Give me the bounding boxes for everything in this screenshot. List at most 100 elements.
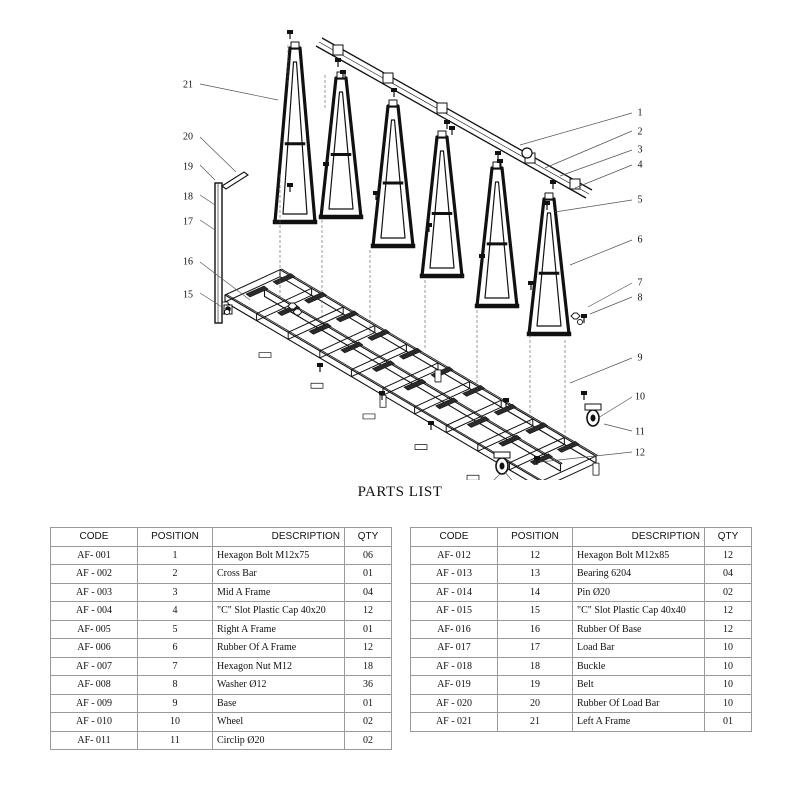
base-leg [592, 462, 600, 476]
a-frame-top-bracket [437, 130, 447, 138]
cell-position: 6 [137, 638, 213, 658]
cross-bar-pivot [521, 147, 533, 159]
rubber-of-base [462, 385, 485, 397]
cell-qty: 02 [344, 712, 392, 732]
cell-position: 15 [497, 601, 573, 621]
a-frame-foot [419, 273, 465, 279]
header-qty: QTY [344, 527, 392, 547]
cell-description: Cross Bar [212, 564, 345, 584]
cell-code: AF - 007 [50, 656, 138, 676]
callout-number: 1 [638, 107, 643, 118]
base-cross-member [224, 269, 281, 303]
cell-code: AF - 013 [410, 564, 498, 584]
cell-position: 7 [137, 656, 213, 676]
callout-number: 7 [638, 277, 643, 288]
callout-number: 8 [638, 292, 643, 303]
cell-description: "C" Slot Plastic Cap 40x40 [572, 601, 705, 621]
cell-code: AF - 003 [50, 582, 138, 602]
callout-leader [597, 396, 633, 419]
callout-number: 9 [638, 352, 643, 363]
cell-qty: 10 [704, 638, 752, 658]
hardware-fasteners [224, 30, 587, 465]
rubber-of-base [308, 322, 332, 335]
cell-qty: 01 [344, 564, 392, 584]
callout-leader [569, 239, 633, 266]
cell-position: 20 [497, 693, 573, 713]
cell-qty: 10 [704, 675, 752, 695]
mid-a-frame [475, 166, 519, 308]
cross-bar-edge-top [321, 37, 593, 191]
cell-code: AF - 009 [50, 693, 138, 713]
cell-code: AF - 004 [50, 601, 138, 621]
cell-code: AF- 008 [50, 675, 138, 695]
foot-pad [362, 413, 376, 420]
cell-position: 13 [497, 564, 573, 584]
cell-description: Belt [572, 675, 705, 695]
hexagon-bolt [335, 58, 341, 62]
mid-a-frame [371, 104, 415, 248]
cross-bar-bracket [569, 178, 581, 190]
header-code: CODE [50, 527, 138, 547]
hexagon-nut [287, 302, 298, 310]
a-frame-inner-edge [282, 61, 308, 215]
hexagon-bolt [323, 162, 329, 166]
a-frame-inner-edge [484, 181, 510, 299]
parts-list-title: PARTS LIST [357, 484, 443, 500]
hexagon-bolt [444, 120, 450, 124]
cell-description: "C" Slot Plastic Cap 40x20 [212, 601, 345, 621]
hexagon-bolt [391, 88, 397, 92]
base-leg [434, 369, 442, 383]
rubber-of-base [372, 360, 395, 372]
rubber-of-base [435, 397, 458, 410]
cell-code: AF - 014 [410, 582, 498, 602]
hexagon-bolt [495, 151, 501, 155]
a-frame-foot [370, 243, 416, 249]
callout-leader [559, 149, 633, 177]
cell-position: 2 [137, 564, 213, 584]
callout-number: 15 [183, 289, 193, 300]
rubber-of-base [430, 366, 454, 379]
cell-description: Mid A Frame [212, 582, 345, 602]
rubber-of-base [335, 310, 359, 323]
table-header-row: CODE POSITION DESCRIPTION QTY [50, 527, 392, 547]
cell-position: 19 [497, 675, 573, 695]
cell-position: 5 [137, 619, 213, 639]
wheel-hub [499, 462, 505, 470]
callout-labels: 123456789101112131415161718192021 [183, 79, 645, 458]
cell-qty: 36 [344, 675, 392, 695]
callout-number: 17 [183, 216, 193, 227]
cell-qty: 12 [704, 619, 752, 639]
cross-bar [315, 37, 593, 199]
cell-description: Hexagon Bolt M12x85 [572, 545, 705, 565]
callout-leader [554, 199, 633, 213]
callout-leader [199, 261, 251, 301]
a-frame-inner-edge [328, 91, 354, 210]
callout-number: 19 [183, 161, 193, 172]
cell-qty: 10 [704, 693, 752, 713]
cell-code: AF- 019 [410, 675, 498, 695]
rubber-of-base [557, 441, 580, 453]
cell-description: Base [212, 693, 345, 713]
header-position: POSITION [497, 527, 573, 547]
cell-description: Hexagon Bolt M12x75 [212, 545, 345, 565]
a-frame-top-bracket [290, 41, 300, 49]
right-a-frame [527, 197, 571, 336]
cell-description: Right A Frame [212, 619, 345, 639]
cell-description: Buckle [572, 656, 705, 676]
hexagon-bolt [287, 30, 293, 34]
base-cross-member [319, 325, 376, 359]
washer [577, 319, 583, 325]
cell-code: AF- 001 [50, 545, 138, 565]
cross-bar-center-line [318, 41, 590, 195]
wheels [493, 403, 602, 475]
callout-leader [519, 112, 633, 146]
a-frame-inner-edge [536, 212, 562, 327]
